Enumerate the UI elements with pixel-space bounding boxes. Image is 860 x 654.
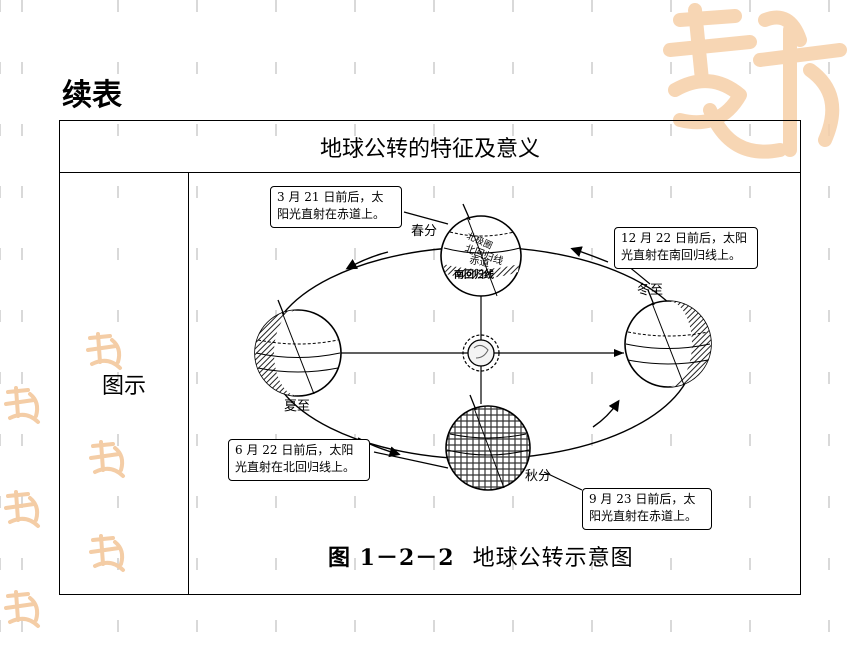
season-summer-label: 夏至 bbox=[284, 399, 310, 414]
orbit-arrow bbox=[345, 251, 389, 270]
orbit-arrow bbox=[570, 246, 609, 263]
small-logo bbox=[89, 440, 125, 478]
season-spring-label: 春分 bbox=[411, 224, 437, 239]
table-header: 地球公转的特征及意义 bbox=[60, 121, 800, 173]
orbit-arrow bbox=[592, 399, 620, 428]
feature-table: 地球公转的特征及意义 图示 bbox=[59, 120, 801, 595]
label-equator: 赤道 bbox=[468, 253, 490, 269]
small-logo bbox=[89, 534, 125, 572]
page-heading: 续表 bbox=[62, 78, 122, 113]
figure-caption: 图 1－2－2 地球公转示意图 bbox=[328, 540, 634, 572]
sun-icon bbox=[462, 334, 500, 372]
callout-summer: 6 月 22 日前后，太阳光直射在北回归线上。 bbox=[228, 439, 370, 481]
earth-revolution-diagram: 北极圈 北回归线 赤道 南回归线 春分 冬至 夏至 秋分 bbox=[254, 203, 712, 491]
callout-autumn: 9 月 23 日前后，太阳光直射在赤道上。 bbox=[582, 488, 712, 530]
callout-winter: 12 月 22 日前后，太阳光直射在南回归线上。 bbox=[614, 227, 758, 269]
callout-winter-text: 12 月 22 日前后，太阳光直射在南回归线上。 bbox=[621, 231, 747, 262]
small-logo bbox=[4, 386, 40, 424]
callout-spring-text: 3 月 21 日前后，太阳光直射在赤道上。 bbox=[277, 190, 386, 221]
callout-pointer bbox=[373, 451, 449, 469]
earth-autumn bbox=[445, 394, 531, 491]
small-logo bbox=[86, 332, 122, 370]
earth-spring: 北极圈 北回归线 赤道 南回归线 bbox=[440, 203, 522, 297]
callout-summer-text: 6 月 22 日前后，太阳光直射在北回归线上。 bbox=[235, 443, 356, 474]
earth-summer bbox=[254, 299, 342, 397]
callout-spring: 3 月 21 日前后，太阳光直射在赤道上。 bbox=[270, 186, 402, 228]
figure-number: 图 1－2－2 bbox=[328, 545, 455, 571]
figure-title: 地球公转示意图 bbox=[472, 546, 634, 571]
season-winter-label: 冬至 bbox=[637, 282, 663, 298]
earth-winter bbox=[624, 289, 712, 388]
season-autumn-label: 秋分 bbox=[525, 469, 551, 484]
calligraphy-logo bbox=[663, 3, 847, 159]
row-label: 图示 bbox=[60, 173, 189, 594]
callout-autumn-text: 9 月 23 日前后，太阳光直射在赤道上。 bbox=[589, 492, 698, 523]
small-logo bbox=[4, 490, 40, 528]
small-logo bbox=[4, 590, 40, 628]
callout-pointer bbox=[543, 471, 583, 491]
callout-pointer bbox=[403, 211, 449, 225]
label-tropic-south: 南回归线 bbox=[454, 268, 494, 281]
